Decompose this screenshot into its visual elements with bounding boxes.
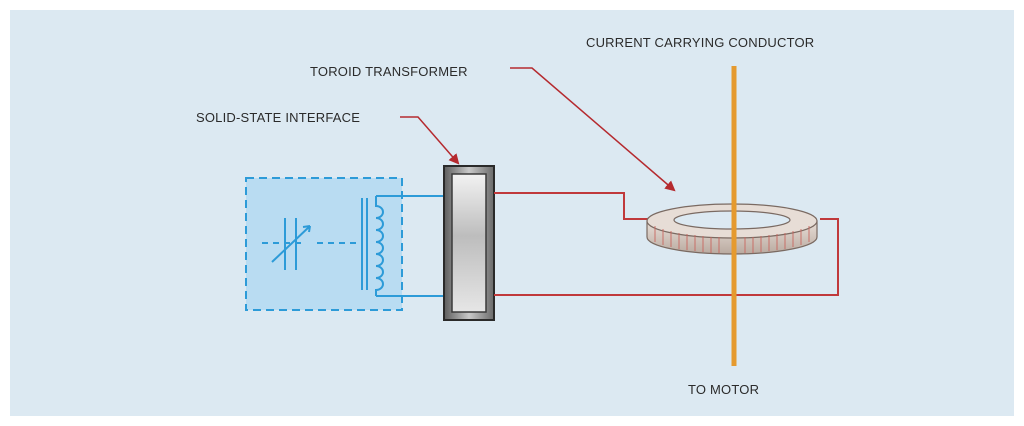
red-signal-wires — [494, 192, 839, 296]
variable-capacitor-symbol — [262, 218, 360, 270]
solid-state-interface-label: SOLID-STATE INTERFACE — [196, 110, 361, 125]
conductor-label: CURRENT CARRYING CONDUCTOR — [586, 35, 815, 50]
toroid-transformer-label: TOROID TRANSFORMER — [310, 64, 468, 79]
coupling-transformer-icon — [361, 195, 446, 297]
leader-lines — [400, 67, 676, 192]
to-motor-label: TO MOTOR — [688, 382, 760, 397]
diagram-background — [10, 10, 1014, 416]
interface-module — [443, 165, 495, 321]
